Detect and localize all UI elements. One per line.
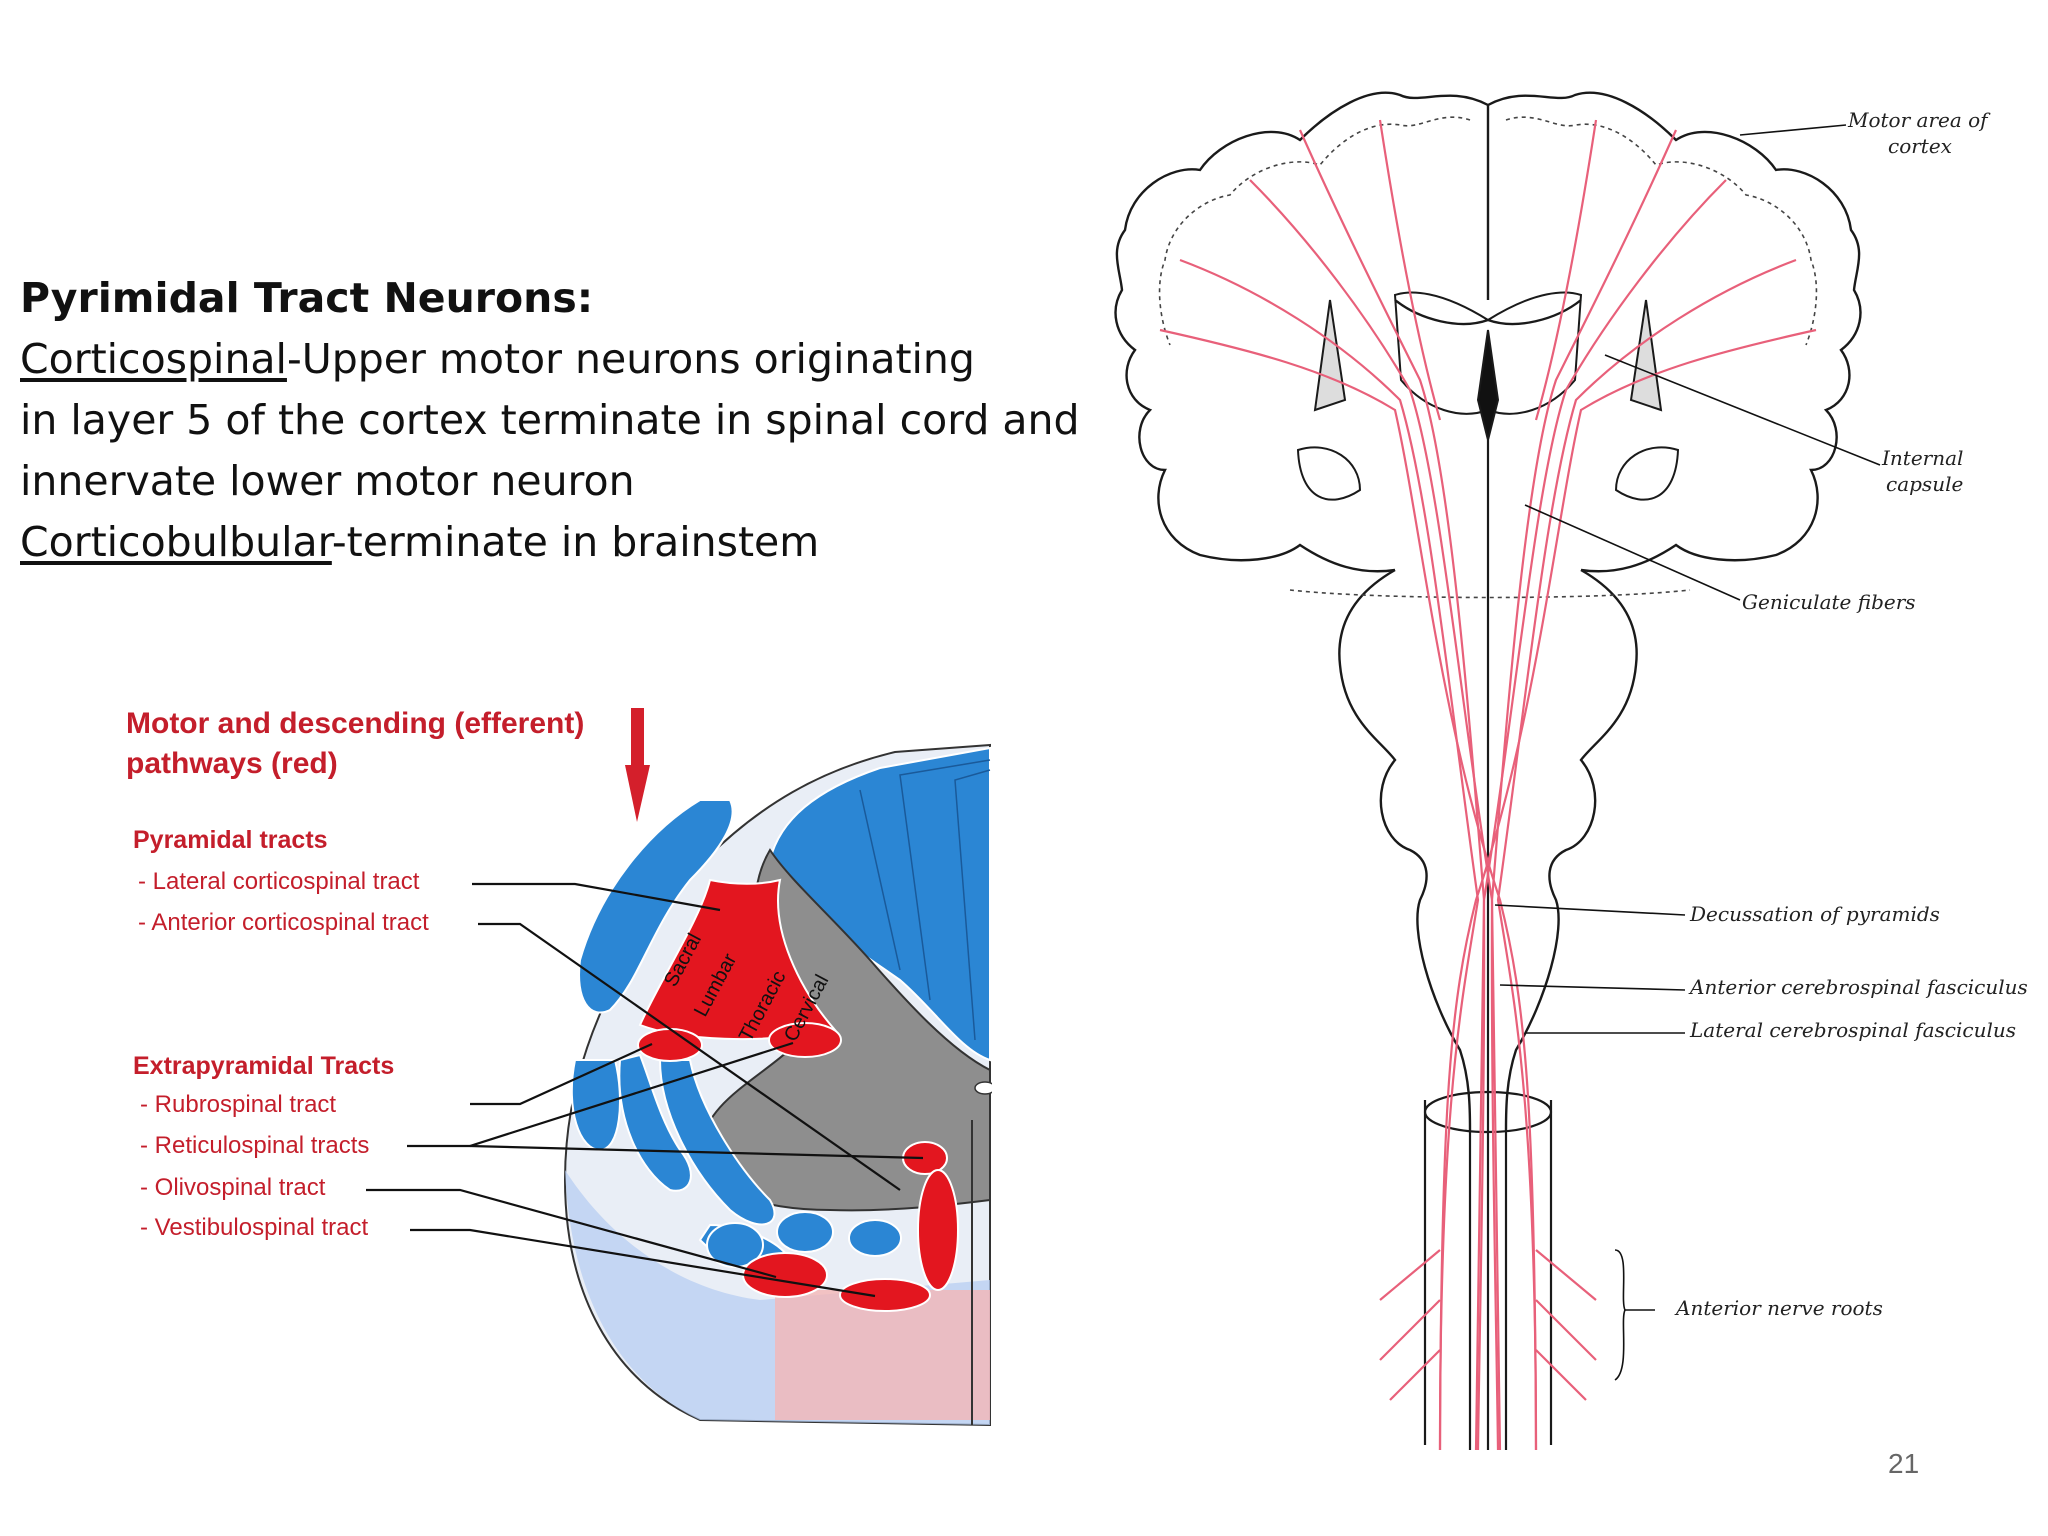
thalamus bbox=[1296, 291, 1680, 501]
page-number: 21 bbox=[1888, 1448, 1920, 1479]
leader-lines bbox=[366, 882, 924, 1298]
corticospinal-rest: -Upper motor neurons originating bbox=[286, 335, 975, 383]
corticospinal-line-2: in layer 5 of the cortex terminate in sp… bbox=[20, 396, 1080, 444]
heading: Pyrimidal Tract Neurons: bbox=[20, 274, 594, 322]
label-leaders bbox=[1494, 124, 1881, 1381]
corticospinal-line-1: Corticospinal-Upper motor neurons origin… bbox=[20, 329, 1100, 390]
corticobulbular-line: Corticobulbular-terminate in brainstem bbox=[20, 512, 1100, 573]
corticospinal-line-3: innervate lower motor neuron bbox=[20, 457, 635, 505]
spinal-cord-column bbox=[1423, 440, 1553, 1450]
central-canal bbox=[974, 1081, 992, 1095]
main-text: Pyrimidal Tract Neurons: Corticospinal-U… bbox=[20, 268, 1100, 573]
corticobulbular-term: Corticobulbular bbox=[20, 518, 332, 566]
spinocerebellar-tract bbox=[578, 799, 734, 1014]
vestibulospinal-tract bbox=[839, 1278, 931, 1312]
corticospinal-term: Corticospinal bbox=[20, 335, 287, 383]
motor-fibers bbox=[1159, 119, 1817, 1451]
corticobulbular-rest: -terminate in brainstem bbox=[331, 518, 820, 566]
descending-arrow bbox=[631, 708, 644, 768]
anterior-corticospinal-tract bbox=[917, 1169, 959, 1291]
cortex-dotted bbox=[1158, 116, 1818, 599]
